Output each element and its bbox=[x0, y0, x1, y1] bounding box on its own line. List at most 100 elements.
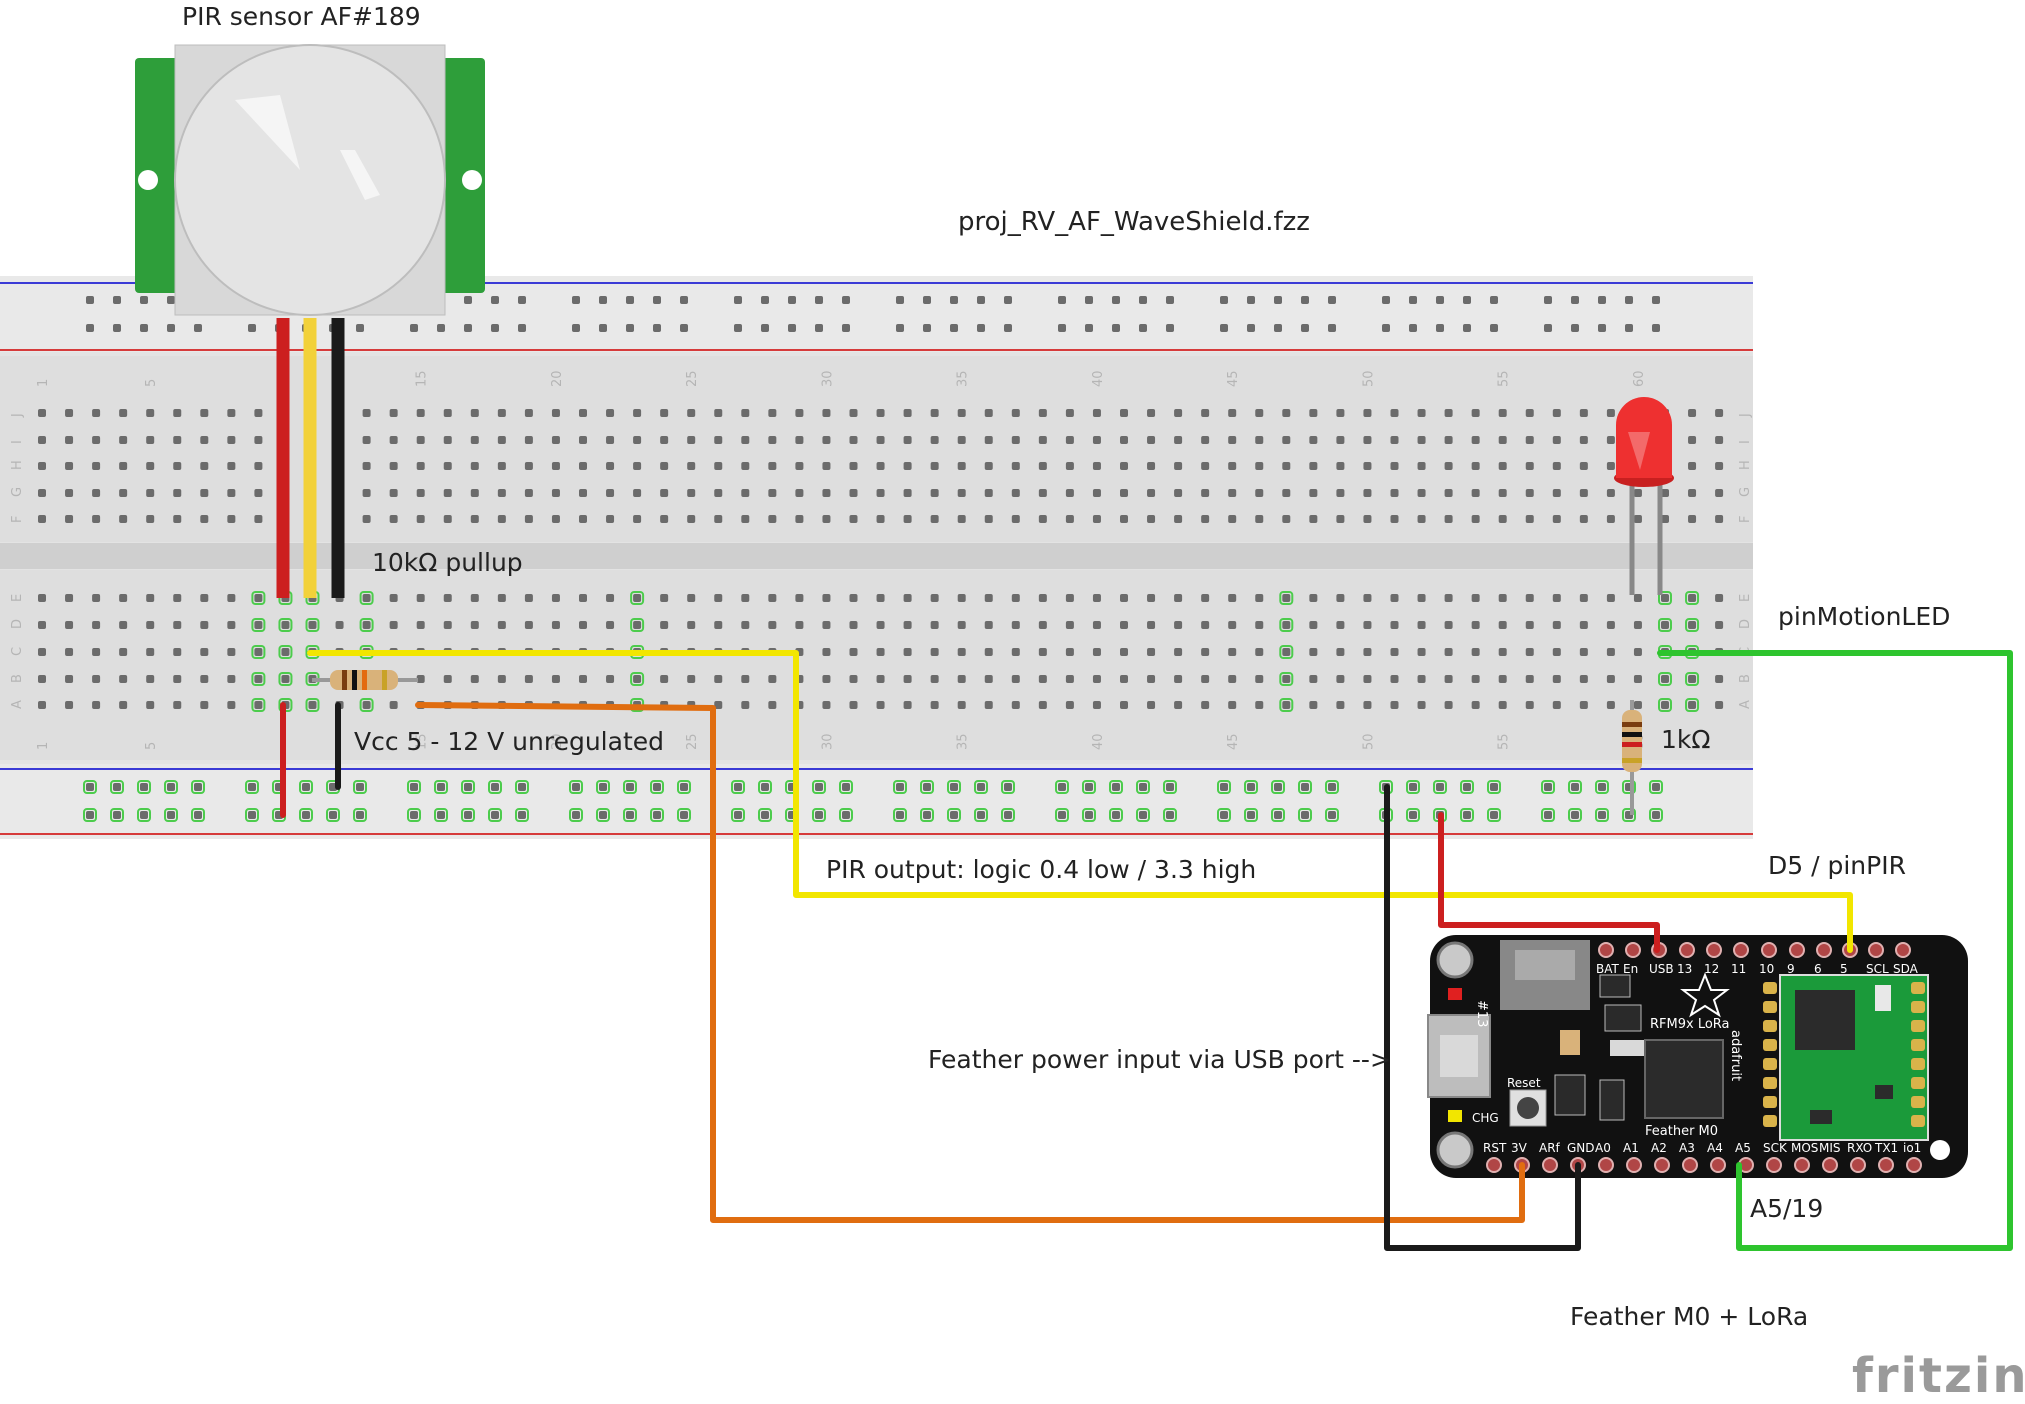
lora-side-pad bbox=[1763, 1077, 1777, 1089]
rail-hole-bottom bbox=[1463, 783, 1471, 791]
feather-top-pin bbox=[1625, 942, 1641, 958]
rail-hole-top bbox=[734, 324, 742, 332]
rail-hole-bottom-connected bbox=[434, 780, 448, 794]
rail-hole-bottom bbox=[626, 811, 634, 819]
rail-hole-top bbox=[680, 296, 688, 304]
feather-bottom-pin bbox=[1710, 1157, 1726, 1173]
terminal-hole bbox=[200, 462, 209, 470]
terminal-hole bbox=[1147, 436, 1156, 444]
terminal-hole bbox=[1579, 489, 1588, 497]
brand-label: adafruit bbox=[1728, 1030, 1743, 1081]
terminal-hole bbox=[1606, 489, 1615, 497]
terminal-hole bbox=[1174, 515, 1183, 523]
rail-hole-bottom bbox=[1004, 783, 1012, 791]
terminal-hole bbox=[443, 675, 452, 683]
terminal-hole bbox=[1065, 489, 1074, 497]
rail-hole-top bbox=[1382, 296, 1390, 304]
rail-hole-top bbox=[1274, 296, 1282, 304]
terminal-hole-connected bbox=[1279, 698, 1294, 712]
terminal-hole bbox=[849, 621, 858, 629]
rail-hole-top bbox=[1409, 324, 1417, 332]
feather-bottom-pin-label: GND bbox=[1567, 1141, 1595, 1155]
terminal-hole bbox=[1201, 594, 1210, 602]
rail-hole-bottom-connected bbox=[1325, 780, 1339, 794]
terminal-hole bbox=[822, 462, 831, 470]
terminal-hole-connected bbox=[1658, 698, 1672, 712]
rail-hole-bottom bbox=[1247, 783, 1255, 791]
rail-hole-bottom-connected bbox=[245, 780, 259, 794]
terminal-hole bbox=[227, 489, 236, 497]
rail-hole-bottom-connected bbox=[974, 808, 988, 822]
terminal-hole bbox=[1038, 675, 1047, 683]
terminal-hole bbox=[1255, 436, 1264, 444]
rail-hole-top bbox=[248, 324, 256, 332]
terminal-hole bbox=[1715, 462, 1724, 470]
rail-hole-top bbox=[1598, 324, 1606, 332]
terminal-hole bbox=[389, 594, 398, 602]
rail-hole-bottom-connected bbox=[299, 780, 313, 794]
rail-hole-bottom-connected bbox=[1109, 808, 1123, 822]
rail-hole-top bbox=[1436, 296, 1444, 304]
rail-hole-top bbox=[194, 324, 202, 332]
terminal-hole bbox=[1525, 701, 1534, 709]
terminal-hole-connected bbox=[251, 698, 266, 712]
terminal-hole bbox=[281, 675, 290, 683]
terminal-hole bbox=[579, 462, 587, 470]
terminal-hole bbox=[1255, 489, 1264, 497]
terminal-hole bbox=[1471, 409, 1480, 417]
rail-hole-top bbox=[788, 296, 796, 304]
rail-hole-bottom bbox=[356, 811, 364, 819]
feather-top-pin bbox=[1761, 942, 1777, 958]
column-number-label: 15 bbox=[415, 370, 430, 387]
rail-hole-bottom bbox=[680, 811, 688, 819]
terminal-hole bbox=[1471, 489, 1480, 497]
rail-hole-bottom-connected bbox=[569, 808, 583, 822]
annotation-pullup: 10kΩ pullup bbox=[372, 548, 523, 577]
pir-dome-highlight bbox=[340, 150, 380, 200]
terminal-hole bbox=[876, 515, 885, 523]
rail-hole-bottom-connected bbox=[650, 808, 664, 822]
rail-hole-bottom-connected bbox=[947, 780, 961, 794]
rail-hole-bottom bbox=[518, 811, 526, 819]
terminal-hole bbox=[1065, 515, 1074, 523]
column-number-label: 55 bbox=[1497, 733, 1512, 750]
terminal-hole bbox=[579, 515, 587, 523]
rail-hole-bottom bbox=[815, 783, 823, 791]
terminal-hole bbox=[849, 489, 858, 497]
rail-hole-bottom-connected bbox=[299, 808, 313, 822]
feather-side-pads bbox=[1763, 982, 1925, 1127]
rail-hole-top bbox=[113, 324, 121, 332]
rail-hole-bottom bbox=[86, 811, 94, 819]
terminal-hole bbox=[1606, 409, 1615, 417]
terminal-hole bbox=[1471, 648, 1480, 656]
wire-red-usb bbox=[1438, 812, 1660, 953]
terminal-hole bbox=[200, 648, 209, 656]
feather-top-pin-label: BAT bbox=[1596, 962, 1620, 976]
rail-hole-bottom-connected bbox=[1487, 808, 1501, 822]
pir-mount-hole-right bbox=[462, 170, 482, 190]
terminal-hole bbox=[1606, 436, 1615, 444]
terminal-hole bbox=[227, 621, 236, 629]
model-label: Feather M0 bbox=[1645, 1124, 1718, 1139]
rail-hole-bottom bbox=[1463, 811, 1471, 819]
rail-hole-bottom-connected bbox=[677, 780, 691, 794]
terminal-hole bbox=[1092, 489, 1101, 497]
rail-hole-bottom bbox=[1274, 783, 1282, 791]
terminal-hole bbox=[146, 621, 155, 629]
rail-hole-bottom-connected bbox=[110, 808, 124, 822]
terminal-hole bbox=[1228, 621, 1237, 629]
lora-side-pad bbox=[1763, 1001, 1777, 1013]
rail-hole-bottom-connected bbox=[1460, 808, 1474, 822]
terminal-hole bbox=[1228, 648, 1237, 656]
rail-hole-bottom bbox=[1598, 783, 1606, 791]
terminal-hole bbox=[687, 409, 696, 417]
rail-hole-bottom bbox=[86, 783, 94, 791]
terminal-hole bbox=[849, 594, 858, 602]
terminal-hole bbox=[497, 436, 506, 444]
rail-hole-bottom bbox=[572, 811, 580, 819]
rail-hole-bottom-connected bbox=[920, 808, 934, 822]
terminal-hole bbox=[822, 621, 831, 629]
terminal-hole bbox=[1174, 648, 1183, 656]
reset-label: Reset bbox=[1507, 1076, 1541, 1090]
